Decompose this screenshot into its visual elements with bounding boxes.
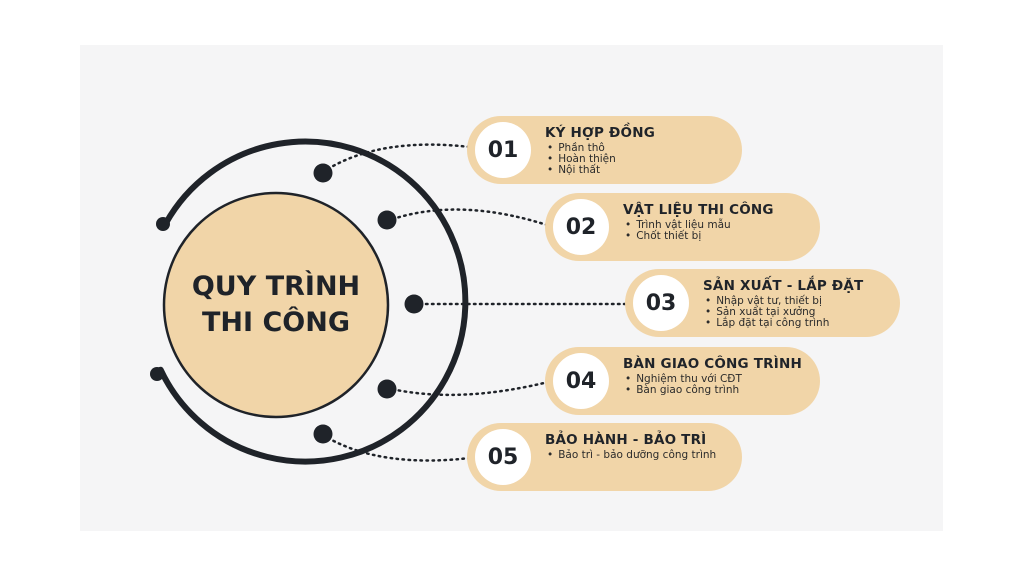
step-number-badge: 04 — [553, 353, 609, 409]
center-title-line-2: THI CÔNG — [202, 307, 350, 338]
connector-line-4 — [385, 378, 558, 397]
step-number-badge: 02 — [553, 199, 609, 255]
step-title: VẬT LIỆU THI CÔNG — [623, 202, 774, 218]
ring-dot-4 — [377, 379, 397, 399]
step-item-list: Phần thô Hoàn thiện Nội thất — [547, 143, 616, 176]
step-title: SẢN XUẤT - LẮP ĐẶT — [703, 278, 864, 294]
step-pill-1: 01 KÝ HỢP ĐỒNG Phần thô Hoàn thiện Nội t… — [467, 116, 742, 184]
center-title-line-1: QUY TRÌNH — [191, 271, 361, 302]
step-item-list: Nghiệm thu với CĐT Bàn giao công trình — [625, 374, 742, 396]
step-pill-5: 05 BẢO HÀNH - BẢO TRÌ Bảo trì - bảo dưỡn… — [467, 423, 742, 491]
connector-line-2 — [385, 208, 558, 230]
ring-end-dot-bottom — [150, 367, 164, 381]
ring-end-dot-top — [156, 217, 170, 231]
step-number-badge: 01 — [475, 122, 531, 178]
step-item: Hoàn thiện — [547, 154, 616, 165]
connector-line-1 — [321, 143, 480, 174]
step-item-list: Nhập vật tư, thiết bị Sản xuất tại xưởng… — [705, 296, 829, 329]
step-title: BẢO HÀNH - BẢO TRÌ — [545, 432, 707, 448]
ring-dot-2 — [377, 210, 397, 230]
step-item: Sản xuất tại xưởng — [705, 307, 829, 318]
step-item: Nhập vật tư, thiết bị — [705, 296, 829, 307]
step-pill-3: 03 SẢN XUẤT - LẮP ĐẶT Nhập vật tư, thiết… — [625, 269, 900, 337]
step-pill-2: 02 VẬT LIỆU THI CÔNG Trình vật liệu mẫu … — [545, 193, 820, 261]
outer-ring-arc — [157, 138, 469, 465]
step-title: BÀN GIAO CÔNG TRÌNH — [623, 356, 802, 372]
step-number-badge: 05 — [475, 429, 531, 485]
center-circle — [162, 191, 390, 419]
step-pill-4: 04 BÀN GIAO CÔNG TRÌNH Nghiệm thu với CĐ… — [545, 347, 820, 415]
step-title: KÝ HỢP ĐỒNG — [545, 125, 655, 141]
step-item: Bàn giao công trình — [625, 385, 742, 396]
ring-dot-1 — [313, 163, 333, 183]
connector-line-5 — [321, 433, 480, 462]
step-item: Nội thất — [547, 165, 616, 176]
step-item: Chốt thiết bị — [625, 231, 731, 242]
step-item: Bảo trì - bảo dưỡng công trình — [547, 450, 716, 461]
step-item: Trình vật liệu mẫu — [625, 220, 730, 231]
step-item: Lắp đặt tại công trình — [705, 318, 829, 329]
step-item: Nghiệm thu với CĐT — [625, 374, 742, 385]
ring-dot-3 — [404, 294, 424, 314]
step-number-badge: 03 — [633, 275, 689, 331]
ring-dot-5 — [313, 424, 333, 444]
center-title: QUY TRÌNH THI CÔNG — [163, 193, 389, 417]
step-item: Phần thô — [547, 143, 616, 154]
step-item-list: Bảo trì - bảo dưỡng công trình — [547, 450, 716, 461]
step-item-list: Trình vật liệu mẫu Chốt thiết bị — [625, 220, 731, 242]
